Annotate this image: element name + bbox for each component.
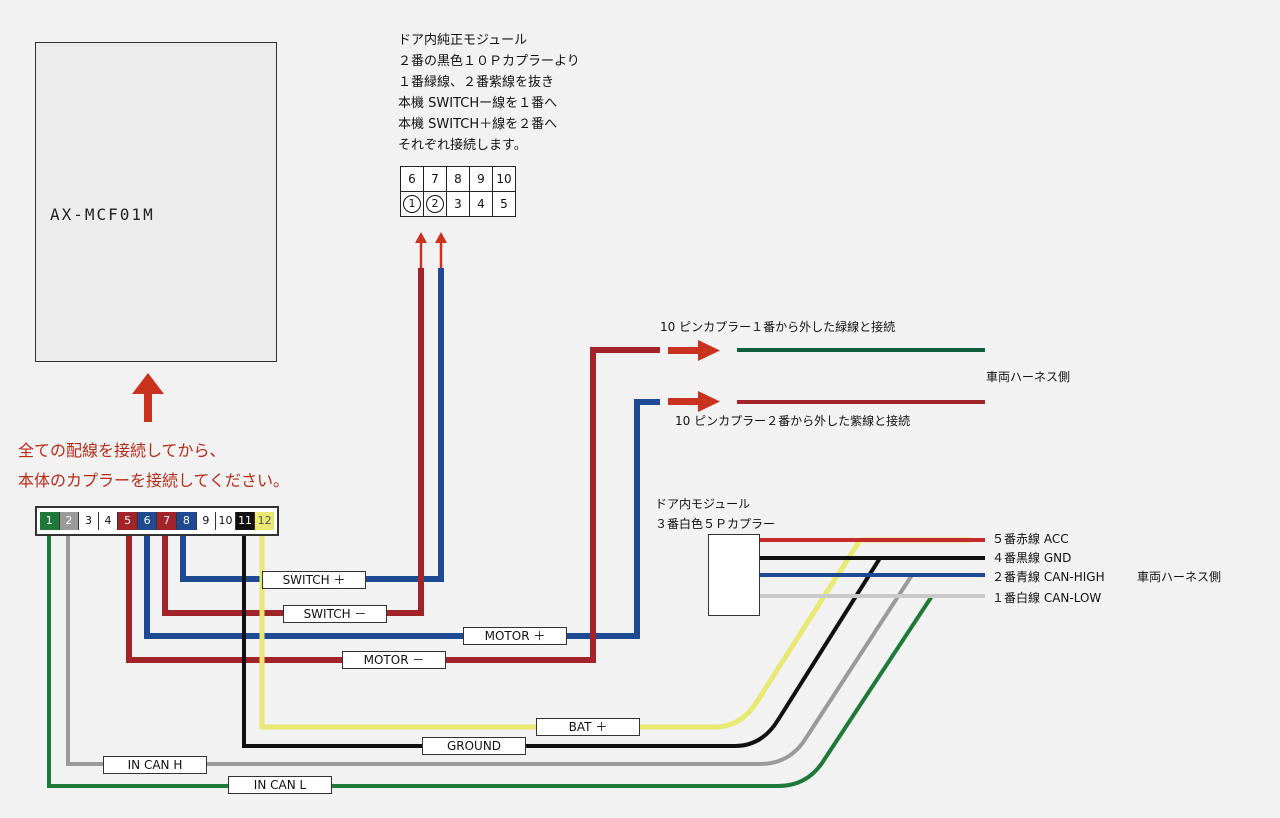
wire-can-high-label: ２番青線 CAN-HIGH (992, 570, 1105, 584)
pin-arrow-icon (415, 232, 447, 268)
note-line: それぞれ接続します。 (398, 138, 527, 153)
five-p-line: ３番白色５Ｐカプラー (655, 517, 776, 531)
wire-bat-plus (259, 536, 970, 730)
in-can-l-label: IN CAN L (228, 776, 332, 794)
instruction-line: 本体のカプラーを接続してください。 (18, 471, 290, 490)
note-line: ２番の黒色１０Ｐカプラーより (398, 54, 580, 69)
pin-cell: 7 (423, 166, 447, 192)
motor-plus-label: MOTOR ＋ (463, 627, 567, 645)
pin-cell: 8 (446, 166, 470, 192)
pin2-note: 10 ピンカプラー２番から外した紫線と接続 (675, 414, 911, 428)
wire-in-can-l (47, 536, 934, 788)
connector-pin: 5 (118, 512, 138, 530)
connector-pin: 11 (235, 512, 256, 530)
five-p-title: ドア内モジュール ３番白色５Ｐカプラー (655, 494, 775, 534)
wire-motor-minus (126, 347, 660, 663)
note-line: １番緑線、２番紫線を抜き (398, 75, 555, 90)
ground-label: GROUND (422, 737, 526, 755)
connector-pin: 9 (196, 512, 217, 530)
wire-motor-plus (144, 399, 660, 639)
switch-minus-label: SWITCH － (283, 605, 387, 623)
ten-pin-coupler: 6 7 8 9 10 1 2 3 4 5 (400, 166, 516, 217)
up-arrow-icon (132, 373, 164, 422)
five-p-coupler (708, 534, 760, 616)
pin-cell: 4 (469, 191, 493, 217)
connector-pin: 7 (157, 512, 178, 530)
note-line: ドア内純正モジュール (398, 33, 528, 48)
connector-pin: 8 (177, 512, 197, 530)
in-can-h-label: IN CAN H (103, 756, 207, 774)
instruction-text: 全ての配線を接続してから、 本体のカプラーを接続してください。 (18, 436, 289, 496)
connector-pin: 10 (216, 512, 236, 530)
pin-cell-circled: 2 (423, 191, 447, 217)
pin-cell: 5 (492, 191, 516, 217)
connector-pin: 4 (98, 512, 119, 530)
connector-pin: 2 (59, 512, 80, 530)
pin-cell: 10 (492, 166, 516, 192)
wire-ground (242, 536, 985, 748)
connector-pin: 1 (40, 512, 60, 530)
wire-acc-label: ５番赤線 ACC (992, 532, 1069, 546)
wire-can-low-label: １番白線 CAN-LOW (992, 591, 1102, 605)
pin1-note: 10 ピンカプラー１番から外した緑線と接続 (660, 320, 896, 334)
motor-minus-label: MOTOR － (342, 651, 446, 669)
harness-arrow-icon (668, 340, 720, 412)
note-line: 本機 SWITCH＋線を２番へ (398, 117, 558, 132)
connector-pin: 3 (79, 512, 99, 530)
pin-cell: 9 (469, 166, 493, 192)
note-line: 本機 SWITCHー線を１番へ (398, 96, 558, 111)
vehicle-side-lower: 車両ハーネス側 (1137, 570, 1222, 584)
bat-plus-label: BAT ＋ (536, 718, 640, 736)
instruction-line: 全ての配線を接続してから、 (18, 441, 226, 460)
pin-cell: 3 (446, 191, 470, 217)
connector-pin: 6 (137, 512, 158, 530)
module-label: AX-MCF01M (50, 205, 155, 224)
pin-cell-circled: 1 (400, 191, 424, 217)
switch-plus-label: SWITCH ＋ (262, 571, 366, 589)
wire-gnd-label: ４番黒線 GND (992, 551, 1072, 565)
door-module-note: ドア内純正モジュール ２番の黒色１０Ｐカプラーより １番緑線、２番紫線を抜き 本… (398, 30, 580, 156)
pin-cell: 6 (400, 166, 424, 192)
five-p-line: ドア内モジュール (655, 497, 751, 511)
connector-pin: 12 (255, 512, 274, 530)
module-unit: AX-MCF01M (35, 42, 277, 362)
vehicle-side-upper: 車両ハーネス側 (986, 370, 1071, 384)
wire-in-can-h (66, 536, 914, 766)
